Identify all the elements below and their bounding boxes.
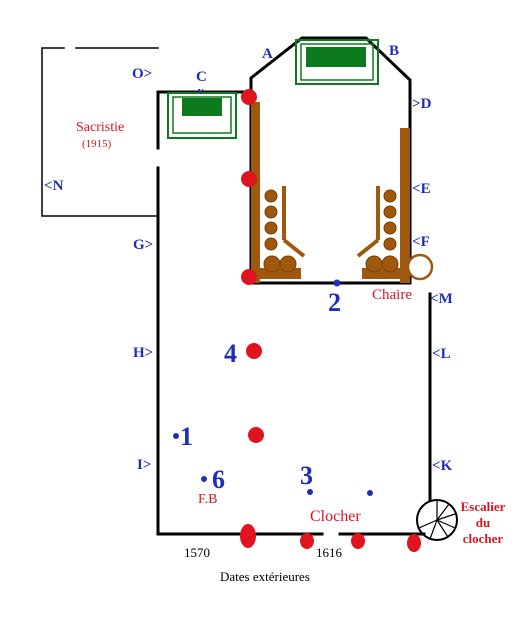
letter-n: <N — [44, 178, 64, 194]
label-chaire: Chaire — [372, 287, 412, 303]
stall-right-carving — [356, 186, 399, 273]
date-1570: 1570 — [184, 545, 210, 560]
date-1616: 1616 — [316, 545, 343, 560]
blue-dots — [173, 279, 373, 496]
date-labels: 1570 1616 Dates extérieures — [184, 545, 343, 584]
letter-g: G> — [133, 237, 153, 253]
label-sacristie: Sacristie — [76, 120, 124, 135]
choir-stalls — [251, 102, 434, 283]
letter-c-arrow: v — [198, 85, 204, 97]
chapel-c-altar — [167, 92, 237, 139]
label-escalier-1: Escalier — [461, 499, 506, 514]
letter-a: A — [262, 46, 273, 62]
dates-exterieures-caption: Dates extérieures — [220, 569, 310, 584]
stall-left-base — [251, 268, 301, 279]
main-altar — [295, 39, 379, 85]
letter-m: <M — [430, 291, 453, 307]
letter-i: I> — [137, 457, 151, 473]
marker-west-low — [241, 269, 257, 285]
stall-left-bar — [251, 102, 260, 283]
marker-south-4 — [407, 534, 421, 552]
marker-west-mid — [241, 171, 257, 187]
stall-left-carving — [263, 186, 306, 273]
marker-4 — [246, 343, 262, 359]
label-escalier-2: du — [476, 515, 490, 530]
number-3: 3 — [300, 461, 313, 490]
marker-south-2 — [300, 533, 314, 549]
red-markers — [240, 89, 421, 552]
number-2: 2 — [328, 288, 341, 317]
stall-right-bar — [400, 128, 410, 283]
letter-d: >D — [412, 96, 432, 112]
marker-a-top — [241, 89, 257, 105]
chaire-pulpit — [406, 253, 434, 281]
number-6: 6 — [212, 465, 225, 494]
label-sacristie-year: (1915) — [82, 138, 112, 150]
marker-nave — [248, 427, 264, 443]
label-clocher: Clocher — [310, 508, 361, 525]
letter-h: H> — [133, 345, 153, 361]
marker-south-3 — [351, 533, 365, 549]
sacristie-wall — [41, 47, 159, 217]
number-1: 1 — [180, 422, 193, 451]
position-numbers: 1 2 3 4 6 — [180, 288, 341, 494]
letter-f: <F — [412, 234, 430, 250]
number-4: 4 — [224, 339, 237, 368]
letter-b: B — [389, 43, 399, 59]
letter-o: O> — [132, 66, 152, 82]
label-escalier-3: clocher — [463, 531, 504, 546]
stall-right-base — [362, 268, 410, 279]
wall-letters: A B C v >D <E <F <M <L <K O> <N G> H> I> — [44, 43, 453, 474]
marker-south-1570 — [240, 524, 256, 548]
red-labels: Sacristie (1915) Chaire Clocher F.B Esca… — [76, 120, 506, 546]
staircase-icon — [416, 499, 458, 541]
label-fb: F.B — [198, 492, 218, 507]
letter-e: <E — [412, 181, 431, 197]
letter-c: C — [196, 69, 207, 85]
letter-l: <L — [432, 346, 451, 362]
letter-k: <K — [432, 458, 453, 474]
